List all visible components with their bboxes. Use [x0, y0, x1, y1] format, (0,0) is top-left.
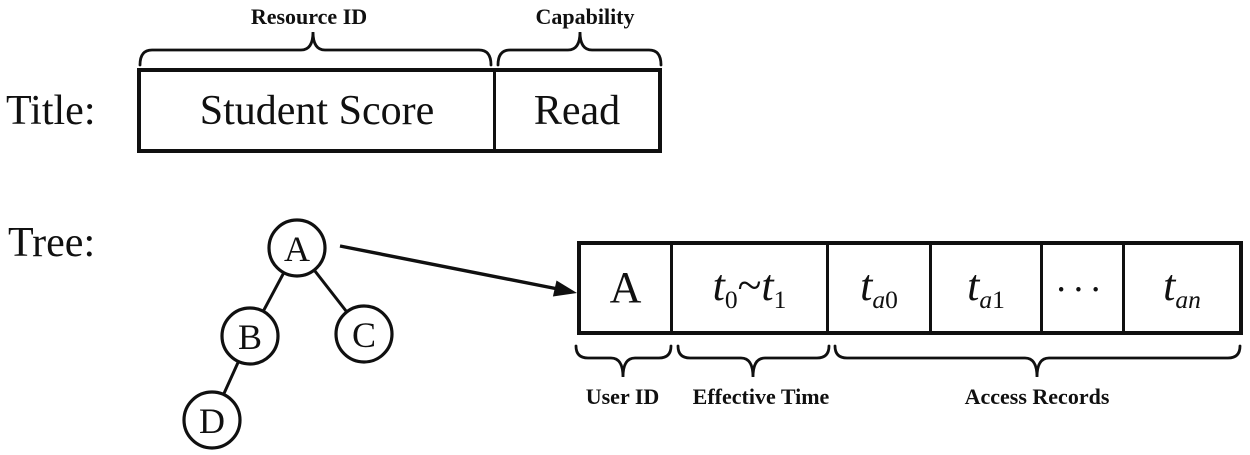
node-b-label: B: [238, 317, 262, 357]
capability-annotation: Capability: [535, 4, 635, 29]
record-cell-text: t0~t1: [712, 260, 787, 314]
node-a-label: A: [284, 229, 310, 269]
record-cell-part: n: [1188, 284, 1201, 314]
tree-nodes: A B C D: [182, 218, 394, 450]
record-cell-part: 1: [992, 284, 1005, 314]
record-cell-part: ~: [737, 260, 762, 310]
record-cell-part: t: [860, 260, 873, 310]
resource-id-brace: [138, 31, 493, 67]
title-box: Student Score Read: [137, 68, 662, 153]
access-records-annotation: Access Records: [964, 384, 1110, 409]
node-a-circle: [267, 218, 327, 278]
record-cell-part: t: [761, 260, 774, 310]
record-cell-part: a: [979, 284, 993, 314]
record-cell-part: 1: [773, 284, 787, 314]
record-cell-part: A: [609, 263, 642, 312]
title-cell-resource-id: Student Score: [141, 72, 496, 149]
record-cell-text: tan: [1163, 260, 1201, 314]
title-cell-capability: Read: [496, 72, 658, 149]
tree-row-label: Tree:: [8, 220, 96, 266]
record-cell-access-0: ta0: [829, 245, 932, 331]
capability-value: Read: [533, 87, 621, 134]
title-row-label: Title:: [6, 88, 96, 134]
record-cell-part: 0: [885, 284, 898, 314]
access-record-box: A t0~t1 ta0 ta1 ··· tan: [577, 241, 1243, 335]
record-cell-part: t: [967, 260, 980, 310]
user-id-brace: [574, 344, 673, 378]
access-records-brace: [833, 344, 1242, 378]
record-cell-text: ···: [1057, 266, 1109, 310]
record-cell-part: ···: [1056, 274, 1109, 305]
record-cell-text: ta1: [967, 260, 1005, 314]
record-cell-part: 0: [724, 284, 738, 314]
effective-time-annotation: Effective Time: [692, 384, 830, 409]
record-cell-ellipsis: ···: [1043, 245, 1125, 331]
node-b-circle: [220, 306, 280, 366]
resource-id-value: Student Score: [199, 87, 435, 134]
record-cell-user-id: A: [581, 245, 673, 331]
record-cell-text: ta0: [860, 260, 898, 314]
record-cell-part: a: [1175, 284, 1189, 314]
user-id-annotation: User ID: [585, 384, 660, 409]
node-to-record-arrow: [339, 244, 577, 297]
record-cell-access-1: ta1: [932, 245, 1043, 331]
record-cell-part: t: [712, 260, 725, 310]
capability-brace: [496, 31, 663, 67]
record-cell-text: A: [610, 266, 642, 310]
record-cell-part: a: [872, 284, 886, 314]
record-cell-part: t: [1163, 260, 1176, 310]
node-c-circle: [334, 304, 394, 364]
node-d-circle: [182, 390, 242, 450]
record-cell-effective-time: t0~t1: [673, 245, 829, 331]
resource-id-annotation: Resource ID: [250, 4, 368, 29]
node-c-label: C: [352, 315, 376, 355]
node-d-label: D: [199, 401, 225, 441]
effective-time-brace: [676, 344, 831, 378]
record-cell-access-n: tan: [1125, 245, 1239, 331]
